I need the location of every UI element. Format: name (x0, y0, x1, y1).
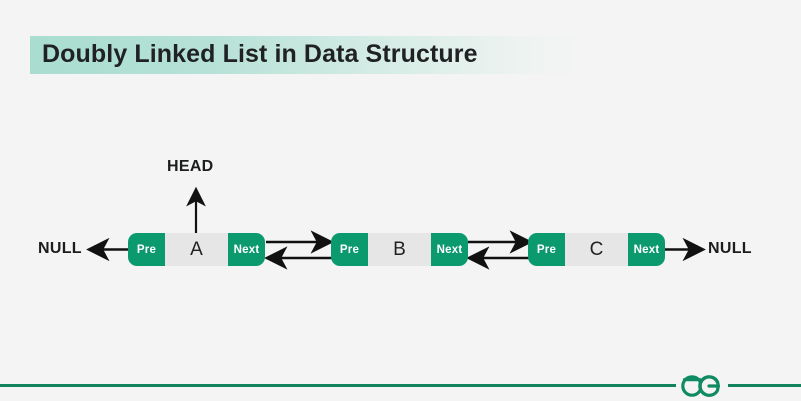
geeksforgeeks-logo (676, 358, 728, 398)
title-highlight-band (30, 36, 590, 74)
node-next-cell: Next (628, 233, 665, 266)
node-value-cell: A (165, 233, 228, 266)
node-next-cell: Next (228, 233, 265, 266)
node-value-cell: C (565, 233, 628, 266)
footer-divider (0, 384, 801, 387)
title-text: Doubly Linked List in Data Structure (42, 40, 478, 68)
list-node[interactable]: Pre A Next (128, 233, 265, 266)
page-title: Doubly Linked List in Data Structure (30, 36, 590, 74)
node-prev-cell: Pre (528, 233, 565, 266)
list-node[interactable]: Pre C Next (528, 233, 665, 266)
node-next-cell: Next (431, 233, 468, 266)
node-prev-cell: Pre (128, 233, 165, 266)
head-label: HEAD (167, 158, 214, 175)
null-label-right: NULL (708, 240, 752, 257)
null-label-left: NULL (38, 240, 82, 257)
list-node[interactable]: Pre B Next (331, 233, 468, 266)
node-prev-cell: Pre (331, 233, 368, 266)
node-value-cell: B (368, 233, 431, 266)
